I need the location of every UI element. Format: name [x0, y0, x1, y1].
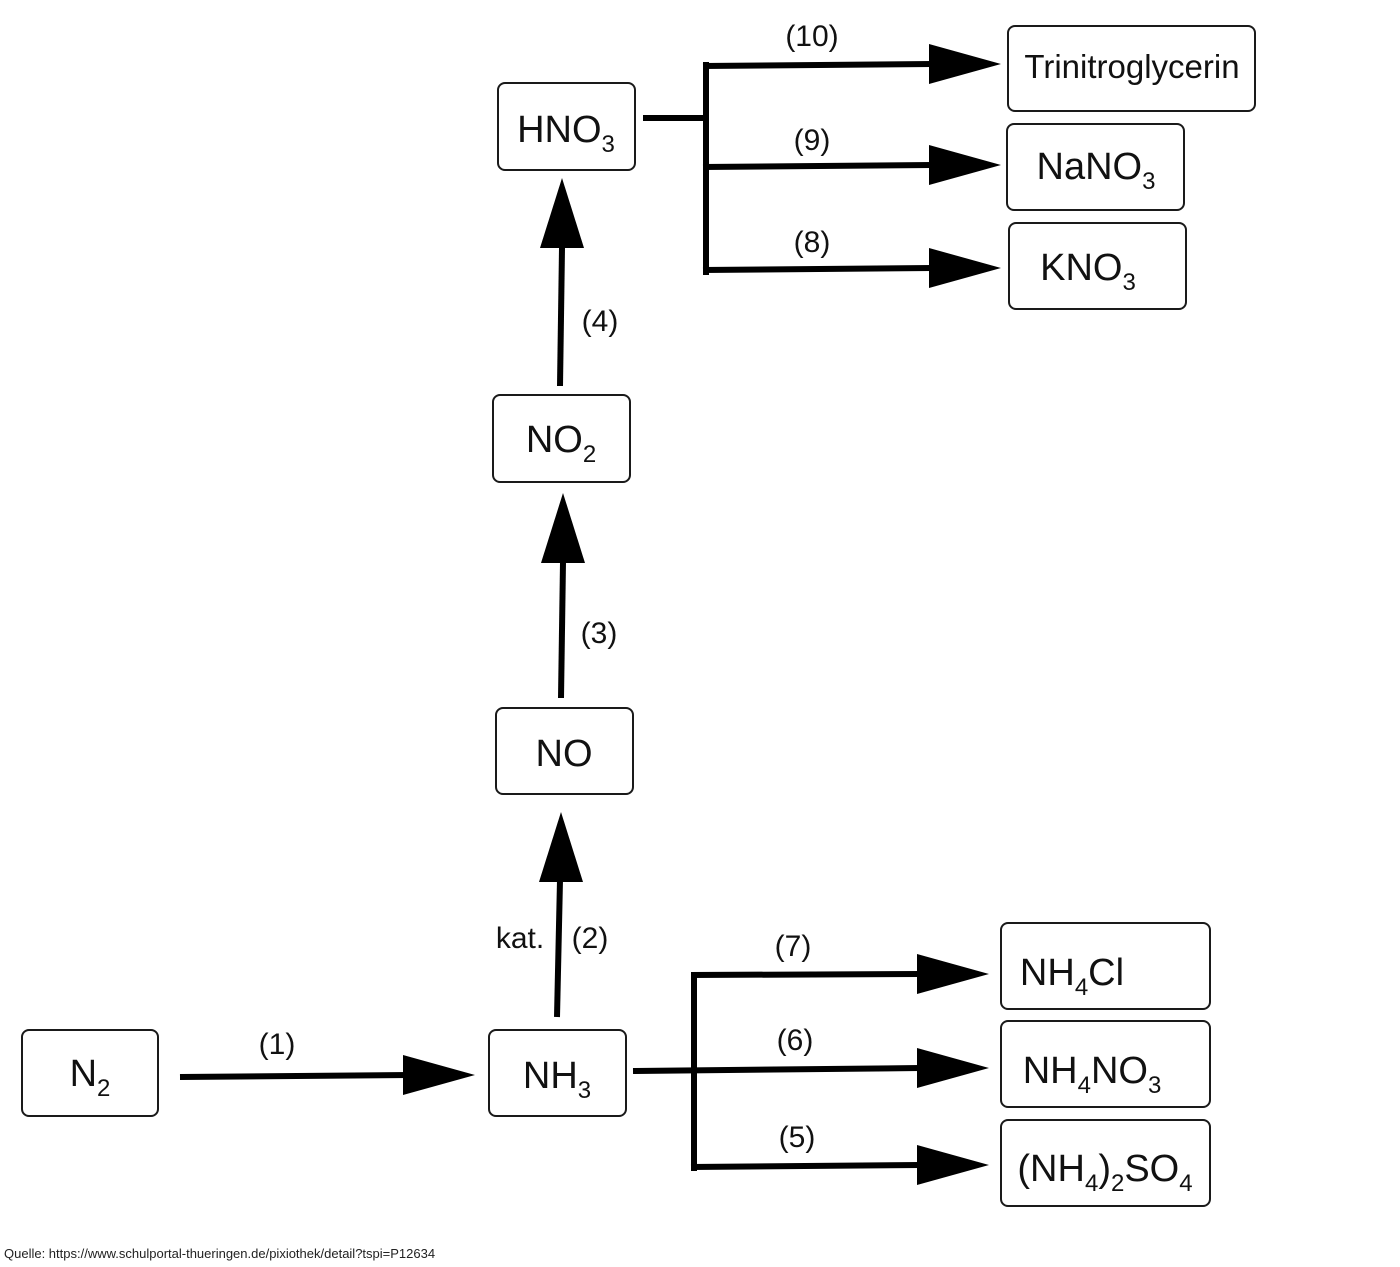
node-nh42so4: (NH4)2SO4 — [1000, 1119, 1211, 1207]
formula-subscript: 3 — [1142, 168, 1155, 195]
step-label-6: (6) — [777, 1024, 814, 1057]
node-n2: N2 — [21, 1029, 159, 1117]
step-label-7: (7) — [775, 930, 812, 963]
formula-subscript: 3 — [602, 131, 615, 158]
node-nh3: NH3 — [488, 1029, 627, 1117]
node-trinitroglycerin: Trinitroglycerin — [1007, 25, 1256, 112]
node-nh4no3: NH4NO3 — [1000, 1020, 1211, 1108]
formula-text: Trinitroglycerin — [1024, 48, 1239, 85]
step-label-2: (2) — [572, 922, 609, 955]
arrow-step-8 — [702, 248, 1001, 288]
branch-bracket-hno3 — [643, 62, 709, 275]
node-no2: NO2 — [492, 394, 631, 483]
node-nh4cl-label: NH4Cl — [1020, 952, 1124, 1001]
formula-subscript: 4 — [1078, 1072, 1091, 1099]
formula-text: (NH — [1017, 1148, 1085, 1190]
formula-text: SO — [1124, 1148, 1179, 1190]
node-nh4cl: NH4Cl — [1000, 922, 1211, 1010]
node-n2-label: N2 — [70, 1053, 111, 1102]
arrow-step-6 — [632, 1048, 989, 1088]
node-nh3-label: NH3 — [523, 1055, 591, 1104]
node-kno3: KNO3 — [1008, 222, 1187, 310]
arrow-step-5 — [690, 1145, 989, 1185]
node-no2-label: NO2 — [526, 419, 596, 468]
formula-subscript: 3 — [1123, 269, 1136, 296]
formula-subscript: 3 — [578, 1077, 591, 1104]
formula-text: NaNO — [1037, 146, 1143, 188]
step-label-2-catalyst: kat. — [496, 922, 544, 955]
formula-subscript: 4 — [1179, 1170, 1192, 1197]
arrow-step-7 — [690, 954, 989, 994]
source-caption: Quelle: https://www.schulportal-thuering… — [4, 1246, 436, 1261]
formula-subscript: 2 — [1111, 1170, 1124, 1197]
node-hno3: HNO3 — [497, 82, 636, 171]
arrow-step-1 — [179, 1055, 475, 1095]
arrow-step-4 — [540, 178, 584, 387]
formula-text: NO — [536, 733, 593, 775]
node-nh42so4-label: (NH4)2SO4 — [1017, 1148, 1192, 1197]
step-label-8: (8) — [794, 226, 831, 259]
formula-text: NH — [523, 1055, 578, 1097]
formula-text: ) — [1098, 1148, 1111, 1190]
formula-text: HNO — [517, 109, 601, 151]
formula-text: NH — [1023, 1050, 1078, 1092]
formula-subscript: 4 — [1085, 1170, 1098, 1197]
node-trinitroglycerin-label: Trinitroglycerin — [1024, 48, 1239, 85]
formula-subscript: 4 — [1075, 974, 1088, 1001]
node-hno3-label: HNO3 — [517, 109, 615, 158]
formula-text: NH — [1020, 952, 1075, 994]
arrow-step-10 — [702, 44, 1001, 84]
formula-text: NO — [1091, 1050, 1148, 1092]
formula-text: N — [70, 1053, 97, 1095]
arrow-step-2 — [539, 812, 583, 1018]
step-label-1: (1) — [259, 1028, 296, 1061]
formula-subscript: 3 — [1148, 1072, 1161, 1099]
node-no: NO — [495, 707, 634, 795]
node-nano3-label: NaNO3 — [1037, 146, 1156, 195]
formula-text: KNO — [1040, 247, 1122, 289]
step-label-4: (4) — [582, 305, 619, 338]
step-label-3: (3) — [581, 617, 618, 650]
step-label-9: (9) — [794, 124, 831, 157]
step-label-5: (5) — [779, 1121, 816, 1154]
formula-subscript: 2 — [97, 1075, 110, 1102]
step-label-10: (10) — [785, 20, 838, 53]
node-nh4no3-label: NH4NO3 — [1023, 1050, 1162, 1099]
formula-text: Cl — [1088, 952, 1124, 994]
arrow-step-3 — [541, 493, 585, 699]
node-no-label: NO — [536, 733, 593, 775]
arrow-step-9 — [702, 145, 1001, 185]
formula-subscript: 2 — [583, 441, 596, 468]
node-kno3-label: KNO3 — [1040, 247, 1136, 296]
node-nano3: NaNO3 — [1006, 123, 1185, 211]
formula-text: NO — [526, 419, 583, 461]
